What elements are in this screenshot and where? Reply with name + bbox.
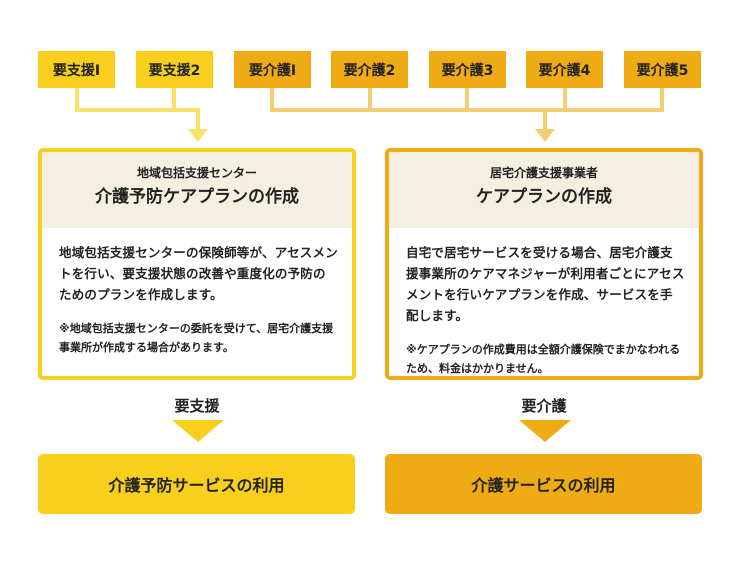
shien-arrow-icon	[188, 129, 208, 142]
requirement-label-shien: 要支援	[174, 397, 220, 415]
card-plan-title: 介護予防ケアプランの作成	[95, 187, 299, 207]
care-plan-card-kaigo: 居宅介護支援事業者 ケアプランの作成 自宅で居宅サービスを受ける場合、居宅介護支…	[385, 148, 703, 380]
level-box-kaigo-2: 要介護2	[331, 51, 408, 88]
service-box-shien: 介護予防サービスの利用	[38, 454, 355, 514]
card-note: ※ケアプランの作成費用は全額介護保険でまかなわれるため、料金はかかりません。	[406, 343, 681, 375]
requirement-label-kaigo: 要介護	[521, 397, 567, 415]
card-description: 地域包括支援センターの保険師等が、アセスメントを行い、要支援状態の改善や重度化の…	[59, 245, 338, 302]
card-header: 居宅介護支援事業者 ケアプランの作成	[389, 152, 699, 228]
level-box-shien-2: 要支援2	[136, 51, 213, 88]
kaigo-arrow-icon	[535, 129, 555, 142]
card-header: 地域包括支援センター 介護予防ケアプランの作成	[42, 152, 352, 228]
level-box-kaigo-3: 要介護3	[429, 51, 506, 88]
down-arrow-kaigo-icon	[519, 420, 571, 442]
service-box-kaigo: 介護サービスの利用	[385, 454, 702, 514]
card-org: 地域包括支援センター	[136, 166, 257, 180]
care-plan-card-shien: 地域包括支援センター 介護予防ケアプランの作成 地域包括支援センターの保険師等が…	[38, 148, 356, 380]
connector-lines	[75, 88, 664, 142]
level-box-kaigo-4: 要介護4	[526, 51, 603, 88]
shien-connector	[75, 88, 200, 131]
kaigo-connector	[270, 88, 664, 131]
level-box-kaigo-1: 要介護Ⅰ	[234, 51, 311, 88]
down-arrow-shien-icon	[172, 420, 224, 442]
level-box-kaigo-5: 要介護5	[624, 51, 701, 88]
card-plan-title: ケアプランの作成	[476, 187, 612, 207]
card-note: ※地域包括支援センターの委託を受けて、居宅介護支援事業所が作成する場合があります…	[59, 322, 334, 354]
card-description: 自宅で居宅サービスを受ける場合、居宅介護支援事業所のケアマネジャーが利用者ごとに…	[406, 245, 685, 323]
level-box-shien-1: 要支援Ⅰ	[38, 51, 115, 88]
card-org: 居宅介護支援事業者	[489, 166, 598, 180]
